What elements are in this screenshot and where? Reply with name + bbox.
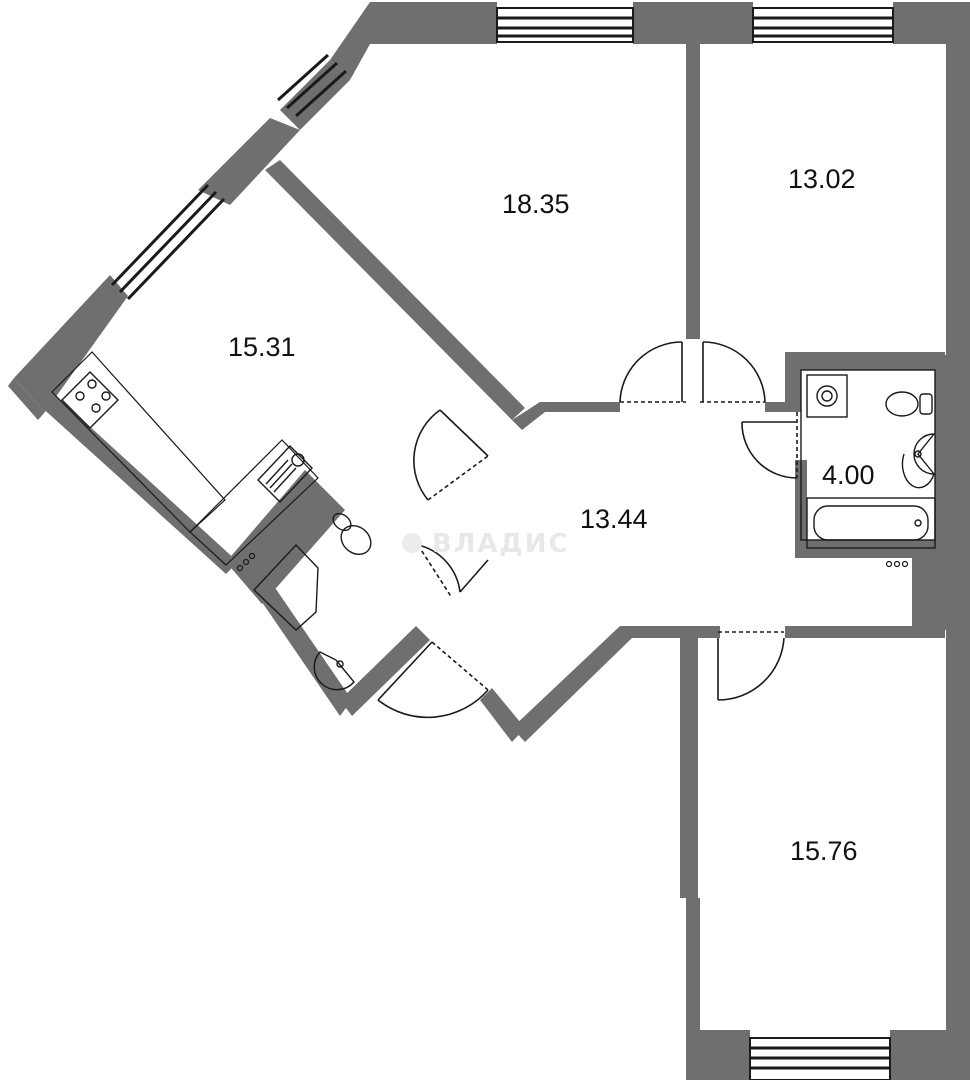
toilet-icon	[332, 512, 372, 556]
kitchen-counter	[51, 351, 319, 566]
area-label-hallway: 13.44	[580, 504, 648, 534]
windows	[110, 7, 894, 1080]
shower-valves-icon	[236, 552, 256, 572]
stove-icon	[61, 371, 119, 429]
walls	[8, 2, 970, 1080]
area-label-bedroom-bottom-right: 15.76	[790, 836, 858, 866]
shower-icon	[253, 543, 319, 631]
watermark-text: ВЛАДИС	[432, 529, 570, 559]
bathtub-icon	[806, 497, 936, 549]
doors	[377, 341, 798, 719]
riser-valves-icon	[885, 560, 909, 568]
washbasin-icon	[313, 651, 355, 691]
area-label-bedroom-top-right: 13.02	[788, 164, 856, 194]
watermark: ВЛАДИС	[402, 529, 570, 559]
area-label-bedroom-large: 18.35	[502, 189, 570, 219]
bath-toilet-icon	[885, 391, 933, 417]
area-label-kitchen: 15.31	[228, 332, 296, 362]
area-label-bathroom: 4.00	[822, 460, 875, 490]
washing-machine-icon	[806, 374, 848, 418]
sink-icon	[257, 444, 313, 504]
bath-sink-icon	[901, 433, 936, 489]
